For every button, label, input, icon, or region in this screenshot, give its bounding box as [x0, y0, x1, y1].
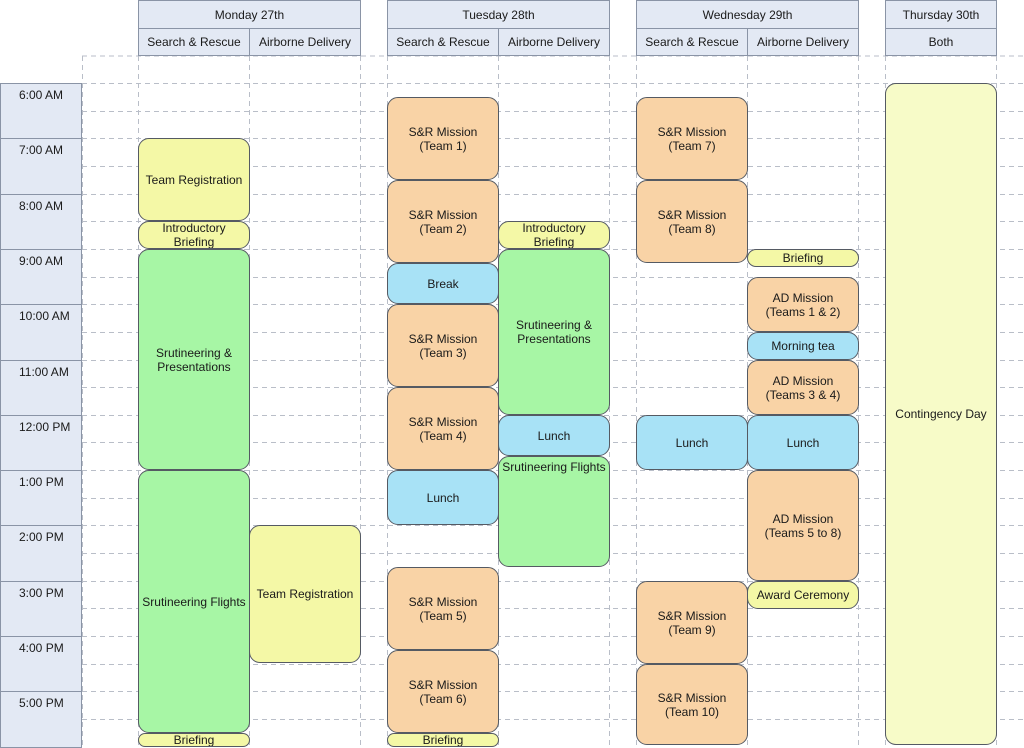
track-header: Airborne Delivery: [747, 28, 859, 56]
event-block[interactable]: S&R Mission (Team 3): [387, 304, 499, 387]
event-block[interactable]: Srutineering & Presentations: [138, 249, 250, 470]
event-block[interactable]: Morning tea: [747, 332, 859, 360]
track-header: Airborne Delivery: [498, 28, 610, 56]
event-block[interactable]: AD Mission (Teams 5 to 8): [747, 470, 859, 581]
day-header: Thursday 30th: [885, 0, 997, 29]
track-header: Airborne Delivery: [249, 28, 361, 56]
time-label: 5:00 PM: [0, 691, 82, 748]
time-label: 7:00 AM: [0, 138, 82, 195]
time-label: 10:00 AM: [0, 304, 82, 361]
time-label: 9:00 AM: [0, 249, 82, 305]
time-label: 8:00 AM: [0, 194, 82, 250]
event-block[interactable]: Briefing: [747, 249, 859, 267]
day-header: Tuesday 28th: [387, 0, 610, 29]
event-block[interactable]: Introductory Briefing: [138, 221, 250, 249]
track-header: Search & Rescue: [138, 28, 250, 56]
day-header: Wednesday 29th: [636, 0, 859, 29]
event-block[interactable]: Introductory Briefing: [498, 221, 610, 249]
event-block[interactable]: S&R Mission (Team 8): [636, 180, 748, 263]
time-label: 12:00 PM: [0, 415, 82, 471]
track-header: Search & Rescue: [636, 28, 748, 56]
event-block[interactable]: Team Registration: [249, 525, 361, 663]
event-block[interactable]: S&R Mission (Team 2): [387, 180, 499, 263]
event-block[interactable]: Srutineering & Presentations: [498, 249, 610, 415]
event-block[interactable]: S&R Mission (Team 10): [636, 664, 748, 745]
event-block[interactable]: Lunch: [636, 415, 748, 470]
time-label: 3:00 PM: [0, 581, 82, 637]
time-label: 1:00 PM: [0, 470, 82, 526]
event-block[interactable]: Team Registration: [138, 138, 250, 221]
track-header: Both: [885, 28, 997, 56]
event-block[interactable]: Lunch: [747, 415, 859, 470]
event-block[interactable]: S&R Mission (Team 9): [636, 581, 748, 664]
event-block[interactable]: Srutineering Flights: [138, 470, 250, 733]
event-block[interactable]: Lunch: [387, 470, 499, 525]
event-block[interactable]: Contingency Day: [885, 83, 997, 745]
event-block[interactable]: Briefing: [138, 733, 250, 747]
event-block[interactable]: S&R Mission (Team 4): [387, 387, 499, 470]
event-block[interactable]: S&R Mission (Team 1): [387, 97, 499, 180]
event-block[interactable]: Lunch: [498, 415, 610, 456]
track-header: Search & Rescue: [387, 28, 499, 56]
event-block[interactable]: Award Ceremony: [747, 581, 859, 609]
day-header: Monday 27th: [138, 0, 361, 29]
event-block[interactable]: Srutineering Flights: [498, 456, 610, 567]
event-block[interactable]: Briefing: [387, 733, 499, 747]
event-block[interactable]: S&R Mission (Team 5): [387, 567, 499, 650]
time-label: 11:00 AM: [0, 360, 82, 416]
event-block[interactable]: AD Mission (Teams 1 & 2): [747, 277, 859, 332]
event-block[interactable]: S&R Mission (Team 6): [387, 650, 499, 733]
event-block[interactable]: S&R Mission (Team 7): [636, 97, 748, 180]
time-label: 4:00 PM: [0, 636, 82, 692]
event-block[interactable]: AD Mission (Teams 3 & 4): [747, 360, 859, 415]
time-label: 2:00 PM: [0, 525, 82, 582]
time-label: 6:00 AM: [0, 83, 82, 139]
event-block[interactable]: Break: [387, 263, 499, 304]
